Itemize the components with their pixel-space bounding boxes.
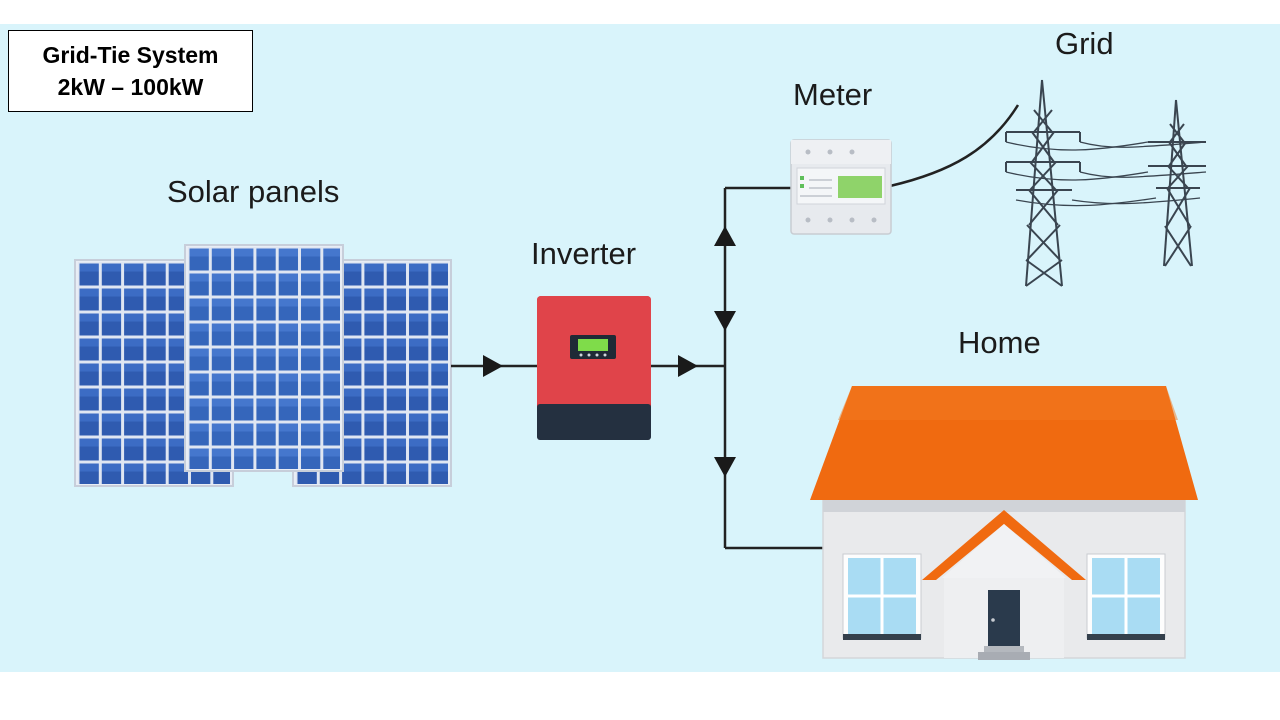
grid-label: Grid — [1055, 26, 1114, 61]
meter-label: Meter — [793, 77, 873, 112]
flow-arrows — [483, 226, 736, 477]
arrow-from-inverter — [678, 355, 698, 377]
arrow-to-inverter — [483, 355, 503, 377]
solar-panel-icon — [74, 244, 452, 487]
solar-panels-label: Solar panels — [167, 174, 340, 209]
title-box: Grid-Tie System 2kW – 100kW — [8, 30, 253, 112]
inverter-label: Inverter — [531, 236, 637, 271]
arrow-up-to-meter — [714, 226, 736, 246]
arrow-down-mid — [714, 311, 736, 331]
title-line-2: 2kW – 100kW — [57, 74, 204, 100]
transmission-tower-icon — [1005, 79, 1207, 287]
meter-icon — [790, 139, 892, 235]
inverter-icon — [537, 296, 651, 440]
title-line-1: Grid-Tie System — [42, 42, 219, 68]
arrow-down-to-home — [714, 457, 736, 477]
home-label: Home — [958, 325, 1041, 360]
house-icon — [810, 386, 1198, 660]
